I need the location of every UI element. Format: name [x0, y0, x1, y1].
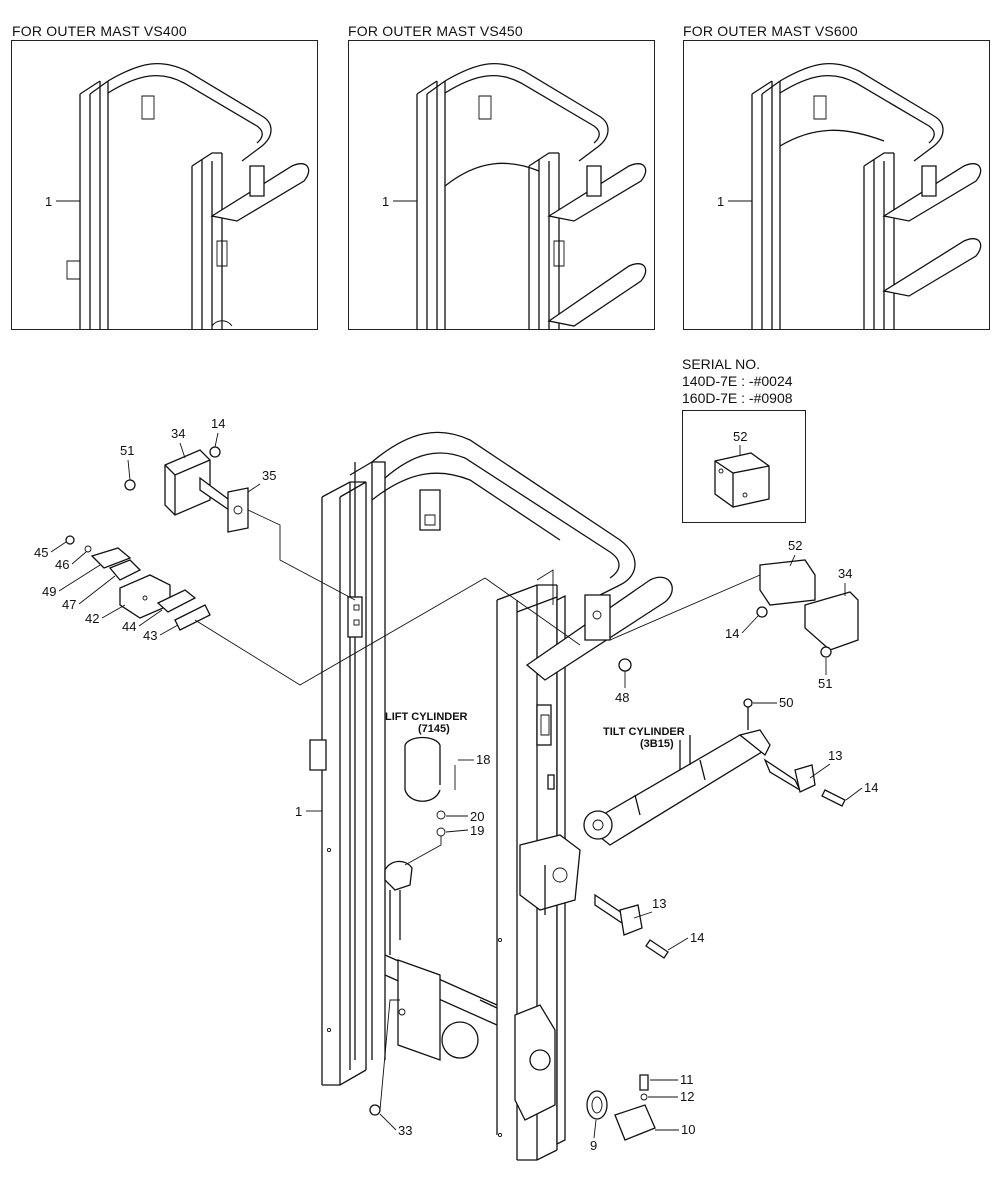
serial-line-140d: 140D-7E : -#0024: [682, 373, 793, 389]
part-52-detail-drawing: 52: [714, 429, 770, 508]
bolt-33: [369, 1104, 381, 1116]
callout-52-detail: 52: [733, 429, 747, 444]
callout-20: 20: [470, 809, 484, 824]
callout-13-lower: 13: [652, 896, 666, 911]
callout-12: 12: [680, 1089, 694, 1104]
bottom-pin-parts: [586, 1074, 656, 1141]
mast-drawing-vs400: 1: [45, 62, 310, 329]
callout-42: 42: [85, 611, 99, 626]
slide-assembly-42-49: [65, 535, 581, 686]
bolt-48: [618, 658, 632, 672]
callout-35: 35: [262, 468, 276, 483]
callout-52-main: 52: [788, 538, 802, 553]
mast-drawing-vs600: 1: [717, 62, 982, 329]
tilt-pin-upper: [763, 758, 846, 807]
callout-51-right: 51: [818, 676, 832, 691]
mast-drawing-vs450: 1: [382, 62, 647, 329]
lift-cylinder-label: LIFT CYLINDER: [385, 711, 468, 723]
right-bracket-52-34: [609, 559, 859, 658]
serial-detail-box: 52: [682, 410, 806, 523]
tilt-cylinder-code: (3B15): [640, 738, 674, 750]
callout-45: 45: [34, 545, 48, 560]
callout-1: 1: [295, 804, 302, 819]
callout-1-vs450: 1: [382, 194, 389, 209]
serial-number-note: SERIAL NO. 140D-7E : -#0024 160D-7E : -#…: [682, 356, 793, 407]
callout-51-left: 51: [120, 443, 134, 458]
callout-34-right: 34: [838, 566, 852, 581]
callout-10: 10: [681, 1122, 695, 1137]
lift-cylinder-code: (7145): [418, 723, 450, 735]
tilt-bracket: [519, 834, 581, 915]
callout-13-upper: 13: [828, 748, 842, 763]
leader-33: [379, 999, 400, 1111]
header-vs600: FOR OUTER MAST VS600: [683, 23, 858, 39]
callout-1-vs600: 1: [717, 194, 724, 209]
washer-20: [436, 810, 446, 820]
upper-fork-bracket: [525, 569, 673, 681]
callout-9: 9: [590, 1138, 597, 1153]
callout-33: 33: [398, 1123, 412, 1138]
callout-48: 48: [615, 690, 629, 705]
callout-43: 43: [143, 628, 157, 643]
callout-11: 11: [680, 1072, 694, 1087]
top-frame: [371, 431, 636, 596]
callout-1-vs400: 1: [45, 194, 52, 209]
tilt-pin-lower: [594, 893, 669, 959]
callout-19: 19: [470, 823, 484, 838]
callouts: 1 51 34 14 35 45 46 49 47 42 44 43 52 34…: [34, 416, 878, 1153]
tilt-cylinder: TILT CYLINDER (3B15): [583, 698, 771, 846]
callout-47: 47: [62, 597, 76, 612]
bracket-assembly-34-35: [124, 446, 356, 601]
callout-14-right-upper: 14: [725, 626, 739, 641]
nut-19: [436, 827, 446, 837]
variant-box-vs400: 1: [11, 40, 318, 330]
callout-44: 44: [122, 619, 136, 634]
lower-cross-plate: [384, 954, 556, 1121]
lift-cylinder: LIFT CYLINDER (7145): [384, 711, 468, 955]
tilt-cylinder-label: TILT CYLINDER: [603, 726, 685, 738]
callout-49: 49: [42, 584, 56, 599]
callout-14-right-mid: 14: [864, 780, 878, 795]
left-mast-rail: [309, 461, 386, 1086]
variant-box-vs600: 1: [683, 40, 990, 330]
callout-34-left: 34: [171, 426, 185, 441]
callout-18: 18: [476, 752, 490, 767]
serial-title: SERIAL NO.: [682, 356, 761, 372]
callout-50: 50: [779, 695, 793, 710]
header-vs400: FOR OUTER MAST VS400: [12, 23, 187, 39]
callout-14-lower: 14: [690, 930, 704, 945]
callout-46: 46: [55, 557, 69, 572]
variant-box-vs450: 1: [348, 40, 655, 330]
serial-line-160d: 160D-7E : -#0908: [682, 390, 793, 406]
leader-19: [404, 836, 442, 866]
header-vs450: FOR OUTER MAST VS450: [348, 23, 523, 39]
callout-14-left: 14: [211, 416, 225, 431]
